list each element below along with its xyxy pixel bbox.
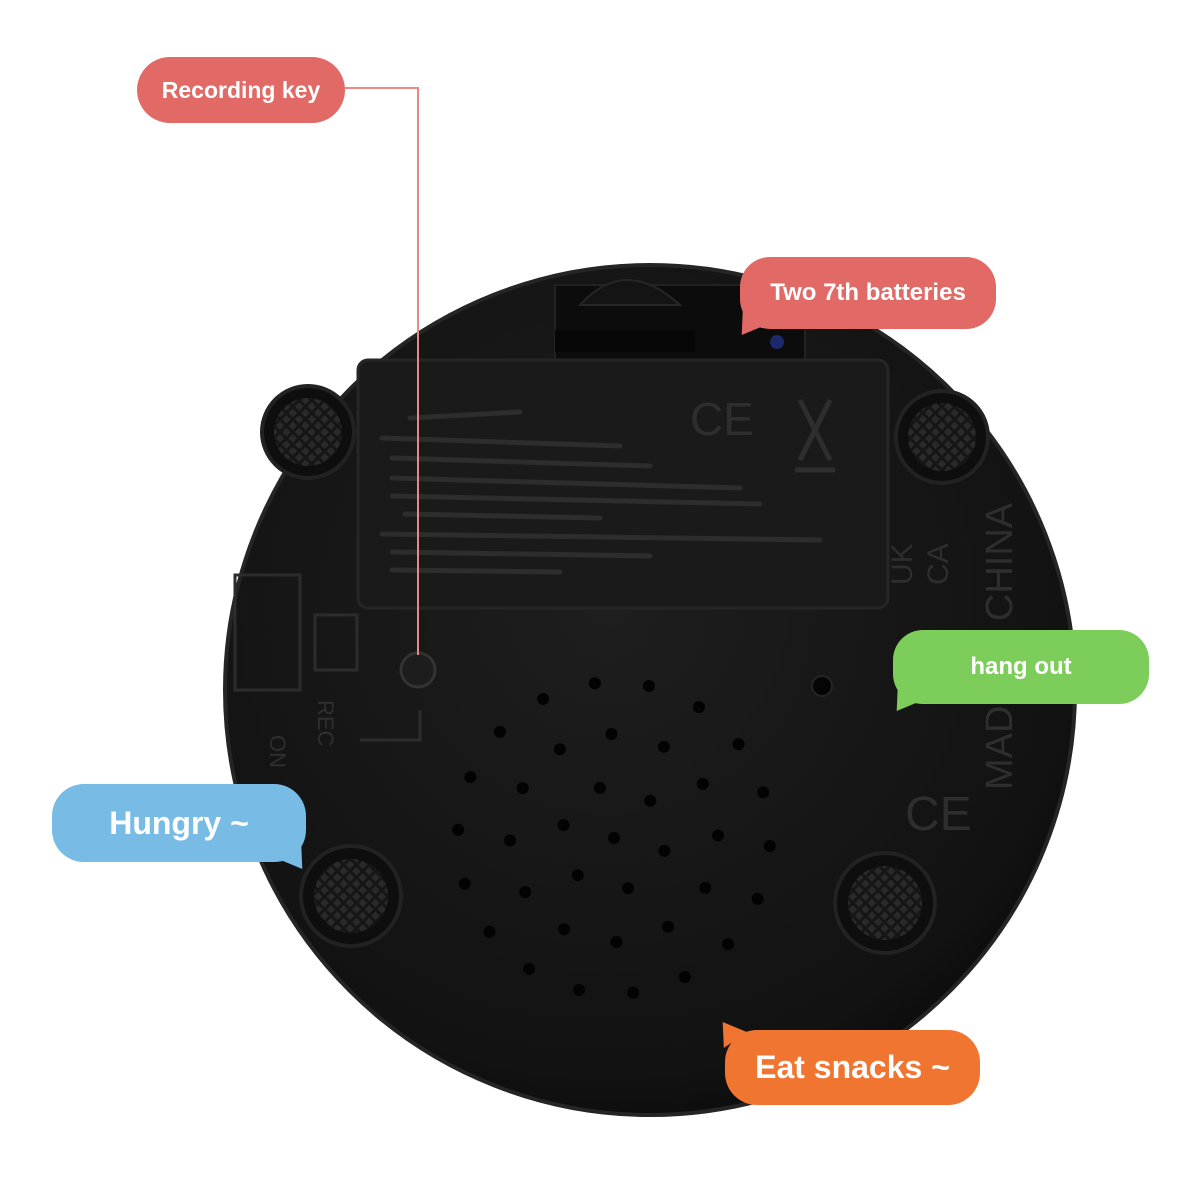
speaker-hole [627,986,640,999]
switch-label-rec: REC [313,700,338,747]
speaker-hole [593,781,606,794]
speaker-hole [504,834,516,847]
speaker-hole [712,829,724,842]
speaker-hole [644,794,657,807]
speaker-hole [722,938,735,951]
svg-text:CA: CA [922,543,955,585]
speaker-hole [519,886,532,899]
speaker-grille [452,677,776,999]
recording-key-button [399,651,437,689]
speaker-hole [643,680,655,692]
speaker-hole [558,923,571,936]
speaker-hole [608,832,620,844]
speaker-hole [610,936,623,948]
battery-cover: CE [356,358,890,610]
hang-out-label: hang out [970,653,1072,680]
speaker-hole [657,740,670,753]
speaker-hole [658,844,671,857]
speaker-hole [699,881,712,894]
hungry-callout: Hungry ~ [52,784,314,878]
recording-key-leader-line [345,87,419,655]
speaker-hole [662,920,675,933]
svg-text:CE: CE [905,788,972,841]
speaker-hole [553,743,566,756]
rubber-feet [260,384,990,955]
speaker-hole [696,777,709,790]
speaker-hole [557,819,570,832]
indicator-hole [811,675,833,697]
speaker-hole [537,693,550,705]
speaker-hole [678,971,691,983]
speaker-hole [571,869,584,882]
speaker-hole [516,782,529,795]
batteries-label: Two 7th batteries [770,279,966,306]
speaker-hole [732,738,745,751]
speaker-hole [751,892,764,905]
speaker-hole [452,823,465,836]
hang-out-callout: hang out [885,630,1149,720]
speaker-hole [605,728,618,740]
svg-text:CE: CE [690,393,754,445]
eat-snacks-label: Eat snacks ~ [755,1049,950,1085]
svg-text:UK: UK [886,543,919,585]
speaker-hole [588,677,601,690]
speaker-hole [523,962,536,975]
switch-label-on: ON [265,735,290,768]
speaker-hole [757,786,770,799]
switch-area [233,573,422,742]
batteries-callout: Two 7th batteries [730,257,996,344]
eat-snacks-callout: Eat snacks ~ [711,1013,980,1105]
speaker-hole [493,725,506,738]
speaker-hole [763,840,776,853]
speaker-hole [692,701,705,714]
speaker-hole [458,877,471,890]
speaker-hole [464,771,477,784]
speaker-hole [483,925,496,938]
speaker-hole [622,882,635,895]
speaker-hole [573,984,585,996]
recording-key-label: Recording key [161,76,321,103]
hungry-label: Hungry ~ [109,804,249,841]
recording-key-callout: Recording key [137,57,345,123]
